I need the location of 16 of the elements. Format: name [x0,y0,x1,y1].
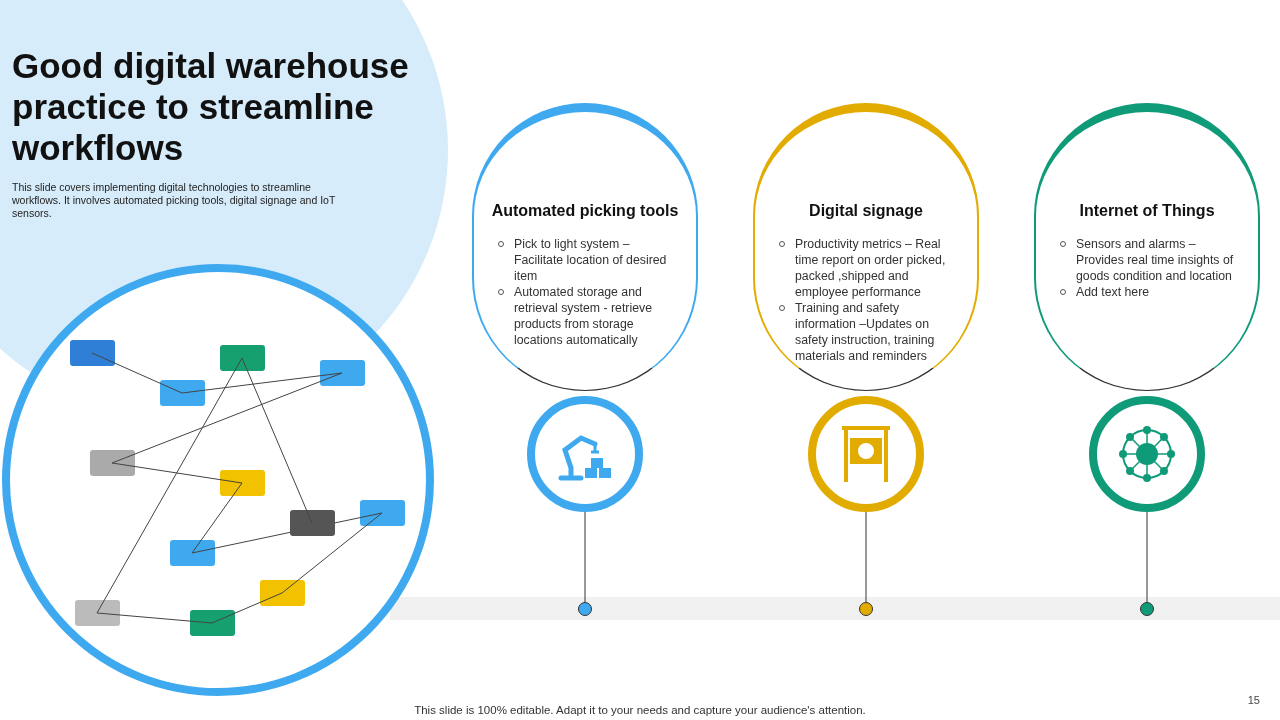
connector-line [1146,511,1148,603]
bullet-item: Automated storage and retrieval system - retrieve products from storage locations automatically [514,285,653,347]
connector-line [865,511,867,603]
page-number: 15 [1247,694,1260,706]
bullet-item: Training and safety information –Updates on safety instruction, training materials and reminders [795,301,935,363]
description-text: This slide covers implementing digital technologies to streamline workflows. It involves automated picking tools, digital signage and IoT sensors. [12,181,337,220]
slide-title: Good digital warehouse practice to streamline workflows [12,45,410,168]
bullet-item: Add text here [1076,285,1150,299]
card-heading: Digital signage [808,202,924,220]
card-heading: Automated picking tools [490,202,680,220]
bullet-item: Productivity metrics – Real time report on order picked, packed ,shipped and employee performance [795,237,946,299]
bullet-item: Pick to light system – Facilitate location of desired item [514,237,667,283]
connector-line [584,511,586,603]
footer-note: This slide is 100% editable. Adapt it to your needs and capture your audience's attention. [413,704,867,716]
card-heading: Internet of Things [1078,202,1216,220]
bullet-item: Sensors and alarms – Provides real time insights of goods condition and location [1076,237,1234,283]
